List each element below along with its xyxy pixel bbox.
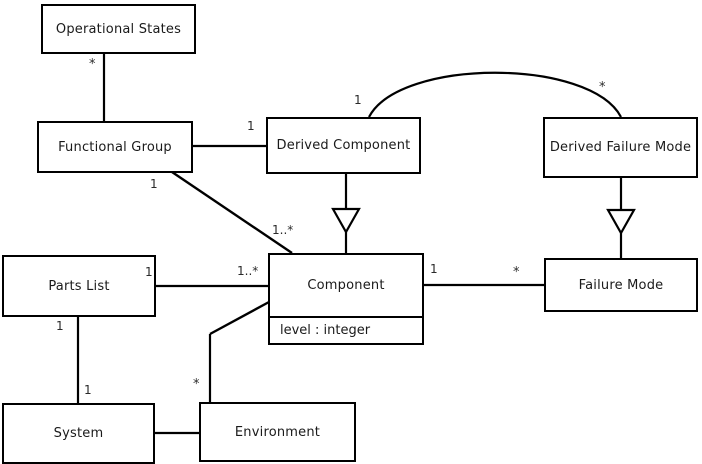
multiplicity-system-parts-list: 1	[84, 383, 92, 397]
multiplicity-environment-component: *	[193, 377, 200, 392]
multiplicity-parts-list-component: 1	[145, 265, 153, 279]
class-functional-group[interactable]: Functional Group	[37, 121, 193, 173]
class-system[interactable]: System	[2, 403, 155, 464]
class-name-operational-states: Operational States	[55, 21, 182, 37]
multiplicity-component-parts-list: 1..*	[237, 264, 259, 278]
multiplicity-operational-states-functional-group: *	[89, 57, 96, 72]
multiplicity-functional-group-component-near: 1	[150, 177, 158, 191]
class-attributes-component: level : integer	[270, 316, 422, 343]
multiplicity-parts-list-system: 1	[56, 319, 64, 333]
multiplicity-component-failure-mode: 1	[430, 262, 438, 276]
class-parts-list[interactable]: Parts List	[2, 255, 156, 317]
class-name-component: Component	[307, 278, 385, 293]
edge-environment-component-diagonal	[209, 300, 270, 336]
multiplicity-derived-component-derived-failure-mode: 1	[354, 93, 362, 107]
multiplicity-failure-mode-component: *	[513, 265, 520, 280]
class-name-derived-component: Derived Component	[276, 138, 411, 153]
multiplicity-functional-group-component-far: 1..*	[272, 223, 294, 237]
class-name-derived-failure-mode: Derived Failure Mode	[549, 140, 692, 155]
edge-derived-component-derived-failure-mode	[368, 71, 622, 118]
class-attribute-level: level : integer	[280, 323, 371, 338]
multiplicity-derived-failure-mode-derived-component: *	[599, 80, 606, 95]
class-operational-states[interactable]: Operational States	[41, 4, 196, 54]
class-failure-mode[interactable]: Failure Mode	[544, 258, 698, 312]
class-derived-failure-mode[interactable]: Derived Failure Mode	[543, 117, 698, 178]
class-environment[interactable]: Environment	[199, 402, 356, 462]
class-name-parts-list: Parts List	[48, 278, 110, 294]
generalization-triangle-failure-mode	[606, 208, 636, 236]
class-name-functional-group: Functional Group	[58, 139, 172, 155]
class-name-environment: Environment	[234, 424, 321, 440]
generalization-triangle-component	[331, 207, 361, 235]
class-name-system: System	[53, 426, 104, 441]
class-derived-component[interactable]: Derived Component	[266, 117, 421, 174]
class-name-failure-mode: Failure Mode	[578, 277, 664, 293]
edge-functional-group-component	[171, 171, 293, 254]
class-component[interactable]: Component level : integer	[268, 253, 424, 345]
multiplicity-functional-group-derived-component: 1	[247, 119, 255, 133]
